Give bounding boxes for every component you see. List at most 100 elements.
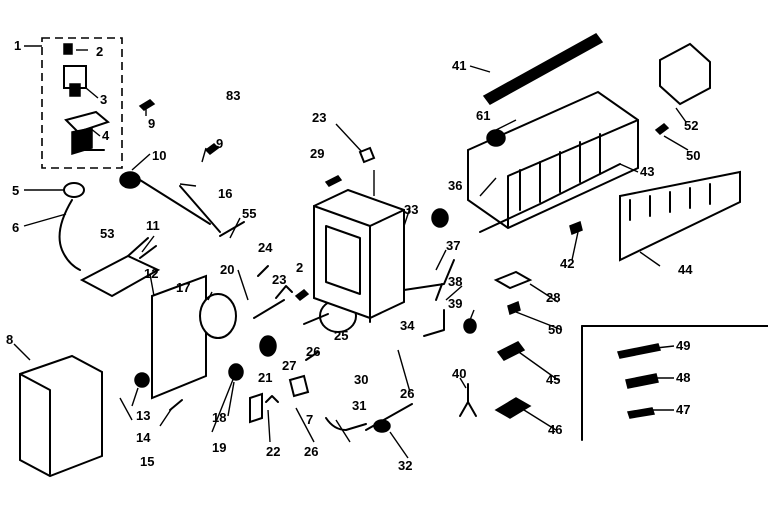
callout-42: 42 <box>560 256 574 271</box>
callout-25: 25 <box>334 328 348 343</box>
callout-26-right: 26 <box>400 386 414 401</box>
part-40-clip <box>459 383 477 417</box>
callout-19: 19 <box>212 440 226 455</box>
part-17-motor <box>199 293 237 339</box>
callout-36: 36 <box>448 178 462 193</box>
part-47-fitting <box>627 407 655 419</box>
callout-24: 24 <box>258 240 273 255</box>
callout-14: 14 <box>136 430 151 445</box>
callout-37: 37 <box>446 238 460 253</box>
part-53-wire <box>127 237 149 257</box>
part-53-pad <box>79 254 161 298</box>
part-16-shaft <box>179 185 221 233</box>
part-45-part <box>496 341 526 361</box>
part-24-arm <box>257 265 269 277</box>
part-31-stem <box>325 417 367 431</box>
callout-21: 21 <box>258 370 272 385</box>
part-22-contact <box>265 395 279 403</box>
part-43-heater <box>479 163 621 233</box>
callout-9-right: 9 <box>216 136 223 151</box>
part-42-screw <box>569 220 583 236</box>
part-9-screw-b <box>204 143 220 155</box>
callout-52: 52 <box>684 118 698 133</box>
callout-38: 38 <box>448 274 462 289</box>
callout-49: 49 <box>676 338 690 353</box>
part-10-cup <box>119 171 141 189</box>
callout-30: 30 <box>354 372 368 387</box>
part-23-clip <box>275 285 293 299</box>
callout-29: 29 <box>310 146 324 161</box>
part-6-tube <box>58 199 81 271</box>
callout-20: 20 <box>220 262 234 277</box>
part-44-stripper <box>619 170 741 262</box>
callout-32: 32 <box>398 458 412 473</box>
part-50-screw-lower <box>507 300 521 316</box>
part-32-plug <box>373 419 391 433</box>
part-61-mold-edges <box>507 119 639 227</box>
figure-code: 83 <box>226 88 240 103</box>
callout-8: 8 <box>6 332 13 347</box>
callout-2-middle: 2 <box>296 260 303 275</box>
part-23-upper-clip <box>358 146 376 164</box>
callout-12: 12 <box>144 266 158 281</box>
callout-61: 61 <box>476 108 490 123</box>
callout-53: 53 <box>100 226 114 241</box>
callout-2: 2 <box>96 44 103 59</box>
part-28-bracket <box>493 270 533 290</box>
part-12-plate <box>151 274 207 400</box>
part-46-arm <box>494 397 532 419</box>
part-55-screw <box>219 221 245 237</box>
callout-labels: 83 1 2 3 4 5 6 8 9 9 10 11 12 13 14 15 1… <box>6 38 700 473</box>
part-8-cover-edge <box>19 373 51 475</box>
callout-23-upper: 23 <box>312 110 326 125</box>
part-8-cover <box>19 354 103 478</box>
callout-44: 44 <box>678 262 693 277</box>
part-2-pin <box>294 289 310 301</box>
callout-3: 3 <box>100 92 107 107</box>
callout-18: 18 <box>212 410 226 425</box>
part-11-wire <box>139 245 157 259</box>
callout-6: 6 <box>12 220 19 235</box>
parts-layer <box>19 33 768 478</box>
part-27-spring <box>305 351 319 361</box>
part-33-opening <box>325 225 361 295</box>
callout-5: 5 <box>12 183 19 198</box>
part-9-screw-a <box>138 99 156 111</box>
callout-7: 7 <box>306 412 313 427</box>
leader-lines <box>13 45 689 459</box>
part-52-cup <box>659 42 711 106</box>
callout-17: 17 <box>176 280 190 295</box>
part-37-wire <box>403 259 455 291</box>
part-41-ejector <box>482 33 604 105</box>
part-3-base <box>69 83 81 97</box>
callout-39: 39 <box>448 296 462 311</box>
part-5-fitting <box>63 182 85 198</box>
assembly-bracket <box>41 37 123 169</box>
callout-46: 46 <box>548 422 562 437</box>
callout-26-bottom: 26 <box>304 444 318 459</box>
part-4-valve <box>64 110 111 134</box>
part-39-clip <box>463 318 477 334</box>
callout-4: 4 <box>102 128 110 143</box>
part-10-tube <box>139 179 211 225</box>
callout-34: 34 <box>400 318 415 333</box>
part-61-end <box>486 129 506 147</box>
part-44-teeth <box>629 183 711 221</box>
part-50-screw-upper <box>654 123 670 135</box>
part-49-fitting <box>617 343 661 359</box>
callout-26-left: 26 <box>306 344 320 359</box>
callout-41: 41 <box>452 58 466 73</box>
callout-50-lower: 50 <box>548 322 562 337</box>
callout-31: 31 <box>352 398 366 413</box>
part-29-screw <box>324 175 343 187</box>
callout-48: 48 <box>676 370 690 385</box>
callout-1: 1 <box>14 38 21 53</box>
part-21-gear <box>259 335 277 357</box>
part-20-lever <box>253 299 285 319</box>
callout-13: 13 <box>136 408 150 423</box>
callout-11: 11 <box>146 218 160 233</box>
part-38-bracket <box>423 283 445 337</box>
part-19-bracket <box>249 392 263 424</box>
part-4-body <box>71 127 93 156</box>
